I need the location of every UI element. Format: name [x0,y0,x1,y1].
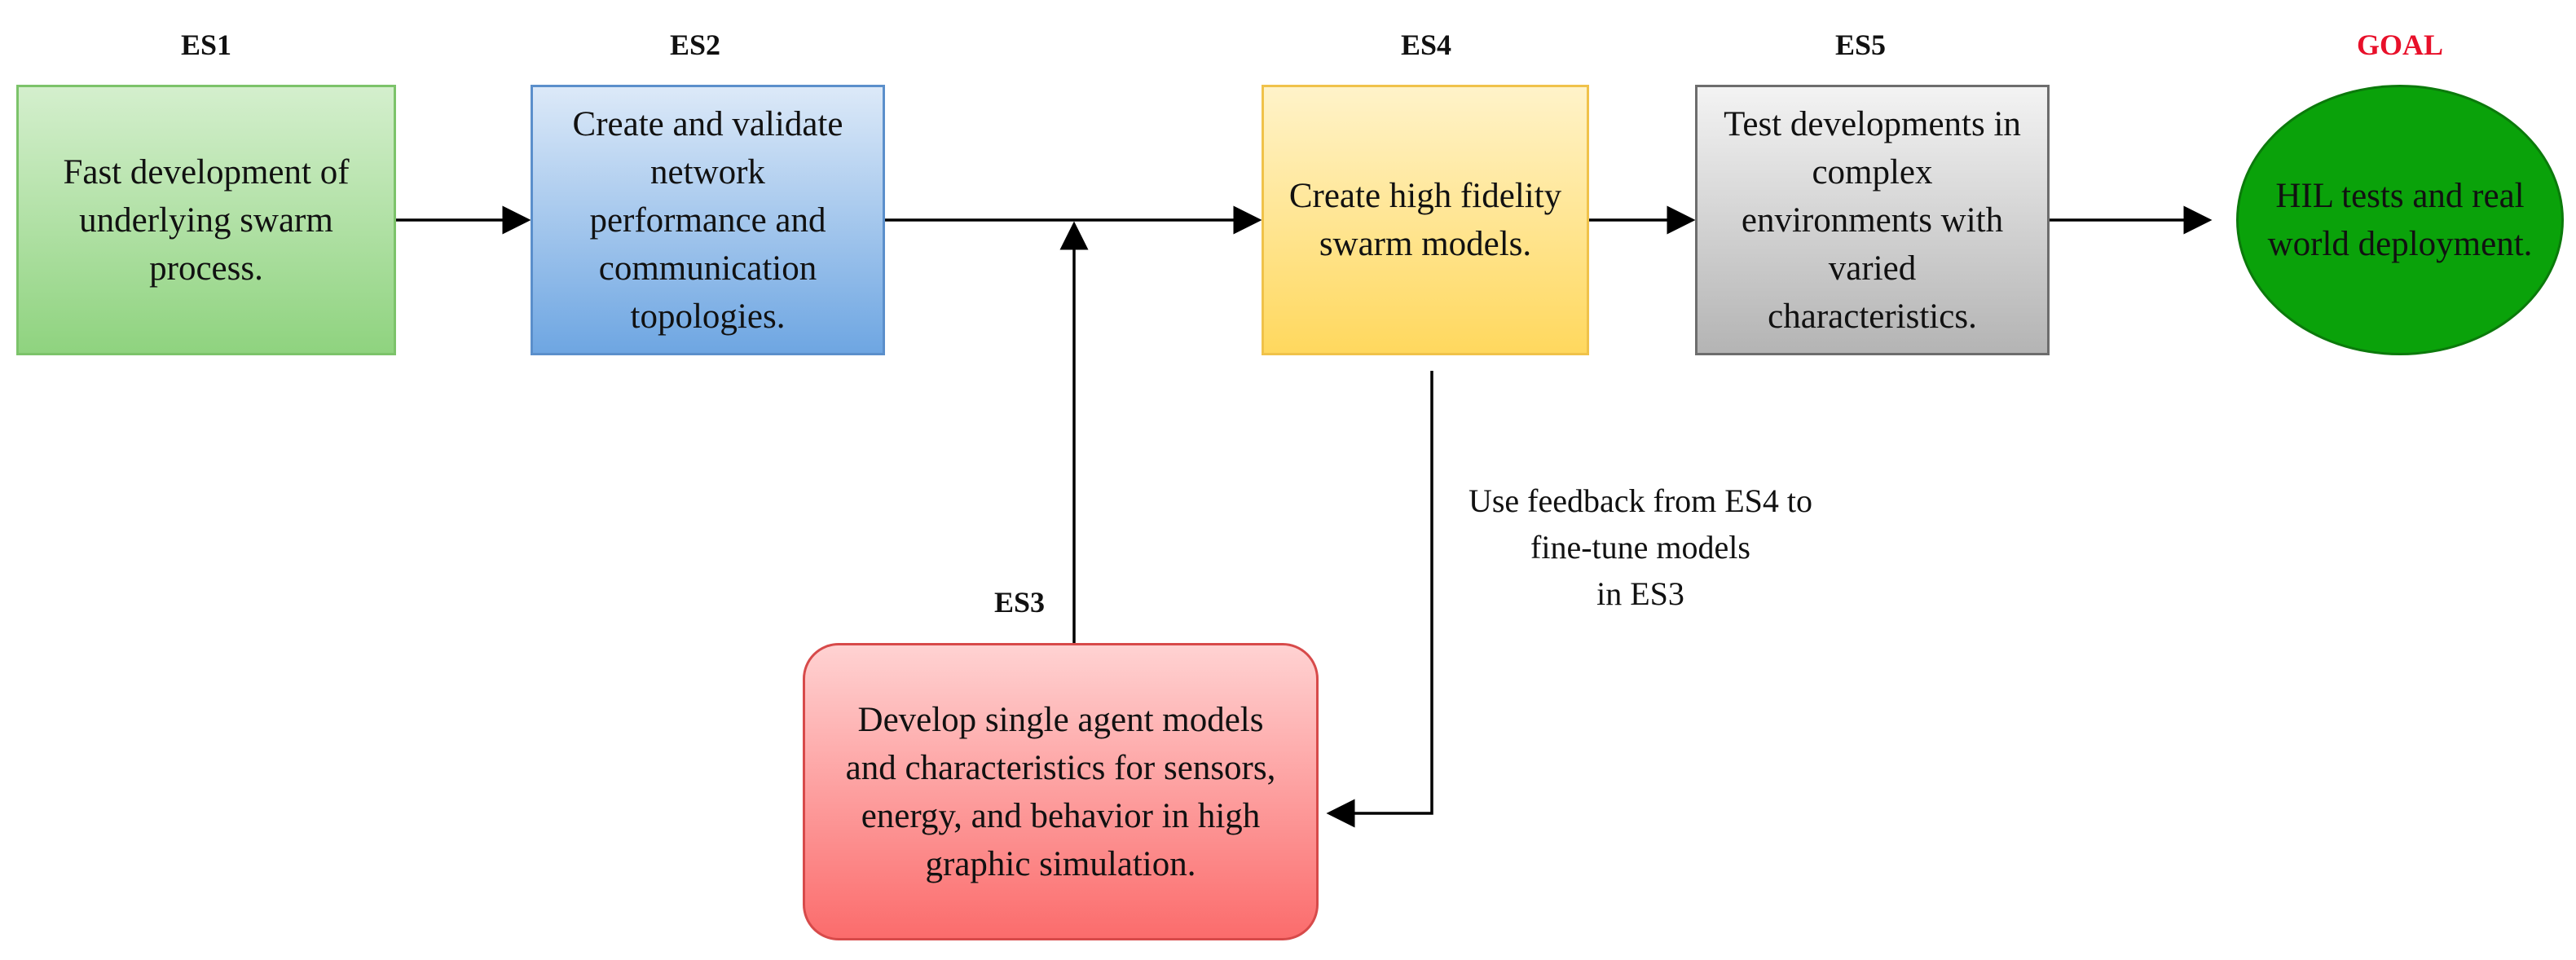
es2-text-line: network [650,152,765,192]
feedback-note-line: in ES3 [1596,575,1684,612]
es2-text: Create and validate network performance … [573,100,843,341]
es2-box: Create and validate network performance … [531,85,885,355]
es3-text-line: and characteristics for sensors, [845,748,1276,787]
es5-text: Test developments in complex environment… [1724,100,2021,341]
goal-text-line: world deployment. [2267,225,2533,263]
es1-box: Fast development of underlying swarm pro… [16,85,396,355]
es3-text-line: energy, and behavior in high [861,796,1261,835]
es2-text-line: communication [598,249,817,288]
feedback-note-line: fine-tune models [1530,529,1750,566]
goal-ellipse: HIL tests and real world deployment. [2236,85,2564,355]
es3-box: Develop single agent models and characte… [803,643,1319,940]
es1-text-line: Fast development of [63,152,350,192]
es1-text-line: process. [149,249,263,288]
es5-text-line: varied [1828,249,1917,288]
es5-text-line: complex [1812,152,1933,192]
es1-label: ES1 [180,29,232,61]
goal-text-line: HIL tests and real [2275,177,2525,215]
goal-text: HIL tests and real world deployment. [2268,172,2533,268]
es3-text: Develop single agent models and characte… [846,696,1276,888]
es4-box: Create high fidelity swarm models. [1262,85,1589,355]
es5-label: ES5 [1834,29,1887,61]
es5-text-line: characteristics. [1768,297,1977,336]
es5-text-line: Test developments in [1724,104,2021,143]
es4-text-line: swarm models. [1319,225,1532,263]
es4-text: Create high fidelity swarm models. [1289,172,1561,268]
es5-box: Test developments in complex environment… [1695,85,2050,355]
arrow-es4-feedback-to-es3 [1326,371,1433,828]
es4-text-line: Create high fidelity [1288,177,1562,215]
feedback-note-line: Use feedback from ES4 to [1468,482,1813,519]
es2-text-line: performance and [589,200,826,240]
goal-label: GOAL [2356,29,2443,61]
es2-text-line: topologies. [630,297,786,336]
es1-text-line: underlying swarm [79,200,333,240]
es2-label: ES2 [669,29,721,61]
feedback-note: Use feedback from ES4 to fine-tune model… [1416,478,1865,617]
es4-label: ES4 [1400,29,1452,61]
es5-text-line: environments with [1741,200,2004,240]
es3-text-line: graphic simulation. [925,844,1196,883]
es3-text-line: Develop single agent models [857,700,1264,739]
es2-text-line: Create and validate [572,104,843,143]
es3-label: ES3 [993,586,1046,619]
es1-text: Fast development of underlying swarm pro… [63,148,349,293]
